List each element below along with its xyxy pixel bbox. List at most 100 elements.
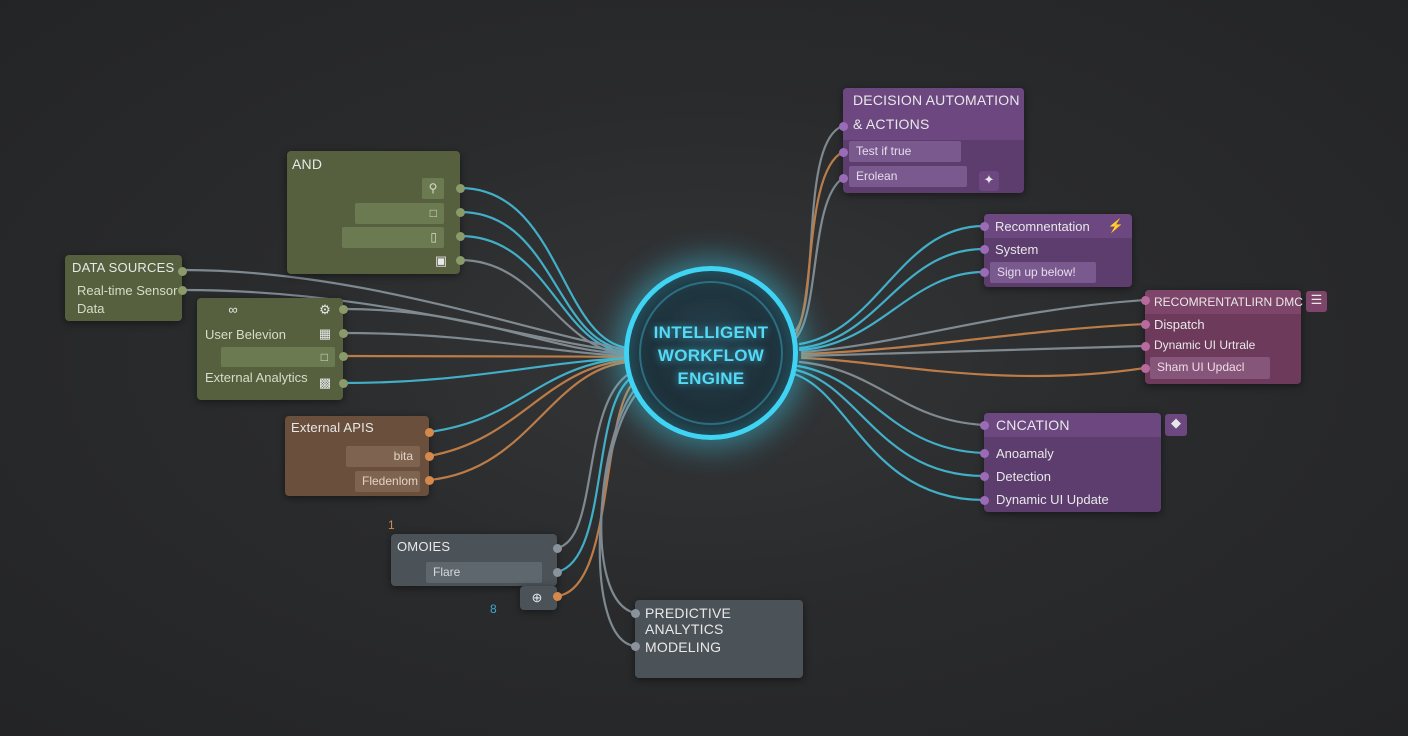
- output-port[interactable]: [552, 567, 562, 577]
- image-icon[interactable]: ▣: [434, 253, 448, 268]
- wire: [458, 210, 630, 352]
- input-port[interactable]: [979, 495, 989, 505]
- output-port[interactable]: [338, 351, 348, 361]
- input-port[interactable]: [979, 267, 989, 277]
- input-port[interactable]: [1140, 341, 1150, 351]
- input-port[interactable]: [630, 641, 640, 651]
- wire: [600, 382, 642, 615]
- wire: [458, 186, 630, 350]
- external-apis-node[interactable]: External APIS bita Fledenlom: [285, 416, 434, 496]
- decision-automation-node[interactable]: DECISION AUTOMATION & ACTIONS Test if tr…: [838, 88, 1024, 193]
- system-label: System: [995, 242, 1039, 257]
- wire: [555, 374, 636, 574]
- output-port[interactable]: [338, 328, 348, 338]
- input-port[interactable]: [1140, 319, 1150, 329]
- output-port[interactable]: [455, 207, 465, 217]
- wire: [341, 307, 630, 356]
- output-port[interactable]: [424, 427, 434, 437]
- output-port[interactable]: [455, 183, 465, 193]
- workflow-engine-hub[interactable]: INTELLIGENT WORKFLOW ENGINE: [624, 266, 798, 440]
- search-icon[interactable]: ⚲: [422, 178, 444, 199]
- output-port[interactable]: [552, 591, 562, 601]
- recommendation-header: [984, 214, 1132, 238]
- wire: [427, 358, 630, 458]
- input-port[interactable]: [630, 608, 640, 618]
- input-port[interactable]: [838, 147, 848, 157]
- wire: [341, 354, 630, 359]
- cncation-node[interactable]: CNCATION Anoamaly Detection Dynamic UI U…: [979, 413, 1161, 512]
- output-port[interactable]: [338, 378, 348, 388]
- dynamic-ui-update-label: Dynamic UI Update: [996, 492, 1109, 507]
- bar-chart-icon[interactable]: ▩: [318, 375, 332, 390]
- decision-title: DECISION AUTOMATION: [853, 92, 1020, 108]
- data-sources-node[interactable]: DATA SOURCES Real-time Sensor Data: [65, 255, 187, 321]
- plug-icon[interactable]: ⚡: [1107, 218, 1125, 233]
- output-port[interactable]: [424, 451, 434, 461]
- external-analytics-label: External Analytics: [205, 370, 308, 385]
- menu-icon[interactable]: ☰: [1306, 291, 1327, 312]
- wire: [798, 224, 986, 346]
- recommendation-dmc-node[interactable]: RECOMRENTATLIRN DMC Dispatch Dynamic UI …: [1140, 290, 1303, 384]
- tag-icon[interactable]: ◆: [1165, 414, 1187, 436]
- wire: [427, 360, 630, 482]
- dmc-title: RECOMRENTATLIRN DMC: [1154, 295, 1303, 309]
- input-port[interactable]: [838, 121, 848, 131]
- recommendation-label: Recomnentation: [995, 219, 1090, 234]
- wire: [458, 234, 630, 354]
- sign-up-field[interactable]: Sign up below!: [990, 262, 1096, 283]
- omoies-title: OMOIES: [397, 539, 451, 554]
- dispatch-label: Dispatch: [1154, 317, 1205, 332]
- hub-line-2: WORKFLOW: [657, 346, 765, 365]
- wire: [800, 322, 1147, 356]
- marker-label: 1: [388, 518, 395, 532]
- input-port[interactable]: [838, 173, 848, 183]
- plus-icon[interactable]: ⊕: [531, 590, 543, 605]
- predictive-analytics-node[interactable]: PREDICTIVE ANALYTICS MODELING: [630, 600, 803, 678]
- output-port[interactable]: [552, 543, 562, 553]
- wire: [341, 356, 630, 385]
- output-port[interactable]: [455, 231, 465, 241]
- wire: [798, 270, 986, 352]
- show-ui-update-field[interactable]: Sham UI Updacl: [1150, 357, 1270, 379]
- input-port[interactable]: [979, 448, 989, 458]
- chart-icon[interactable]: ▦: [318, 326, 332, 341]
- output-port[interactable]: [424, 475, 434, 485]
- lock-icon[interactable]: □: [221, 347, 335, 367]
- wire: [555, 370, 634, 550]
- output-port[interactable]: [455, 255, 465, 265]
- input-port[interactable]: [979, 244, 989, 254]
- cncation-title: CNCATION: [996, 417, 1070, 433]
- api-field-2[interactable]: Fledenlom: [355, 471, 420, 492]
- add-node-button[interactable]: ⊕: [520, 586, 562, 610]
- and-node[interactable]: AND ⚲ □ ▯ ▣: [287, 151, 465, 274]
- input-port[interactable]: [979, 420, 989, 430]
- flare-field[interactable]: Flare: [426, 562, 542, 583]
- data-sources-title: DATA SOURCES: [72, 260, 175, 275]
- lock-icon[interactable]: □: [355, 203, 444, 224]
- hub-ring: [639, 281, 783, 425]
- sparkle-icon[interactable]: ✦: [979, 171, 999, 191]
- boolean-field[interactable]: Erolean: [849, 166, 967, 187]
- test-if-true-field[interactable]: Test if true: [849, 141, 961, 162]
- recommendation-node[interactable]: Recomnentation ⚡ System Sign up below!: [979, 214, 1132, 287]
- data-sources-line1: Real-time Sensor: [77, 283, 178, 298]
- wire: [800, 344, 1147, 358]
- output-port[interactable]: [338, 304, 348, 314]
- external-apis-title: External APIS: [291, 420, 374, 435]
- input-port[interactable]: [979, 221, 989, 231]
- input-port[interactable]: [1140, 363, 1150, 373]
- wire: [792, 372, 986, 502]
- output-port[interactable]: [177, 266, 187, 276]
- omoies-node[interactable]: OMOIES Flare: [391, 534, 562, 586]
- document-icon[interactable]: ▯: [342, 227, 444, 248]
- wire: [794, 176, 845, 340]
- input-port[interactable]: [1140, 295, 1150, 305]
- marker-label: 8: [490, 602, 497, 616]
- link-icon[interactable]: ∞: [228, 302, 238, 317]
- input-port[interactable]: [979, 471, 989, 481]
- api-field-1[interactable]: bita: [346, 446, 420, 467]
- user-behavior-node[interactable]: ∞ ⚙ User Belevion ▦ □ External Analytics…: [197, 298, 348, 400]
- gear-icon[interactable]: ⚙: [319, 302, 331, 317]
- output-port[interactable]: [177, 285, 187, 295]
- decision-header: [843, 88, 1024, 140]
